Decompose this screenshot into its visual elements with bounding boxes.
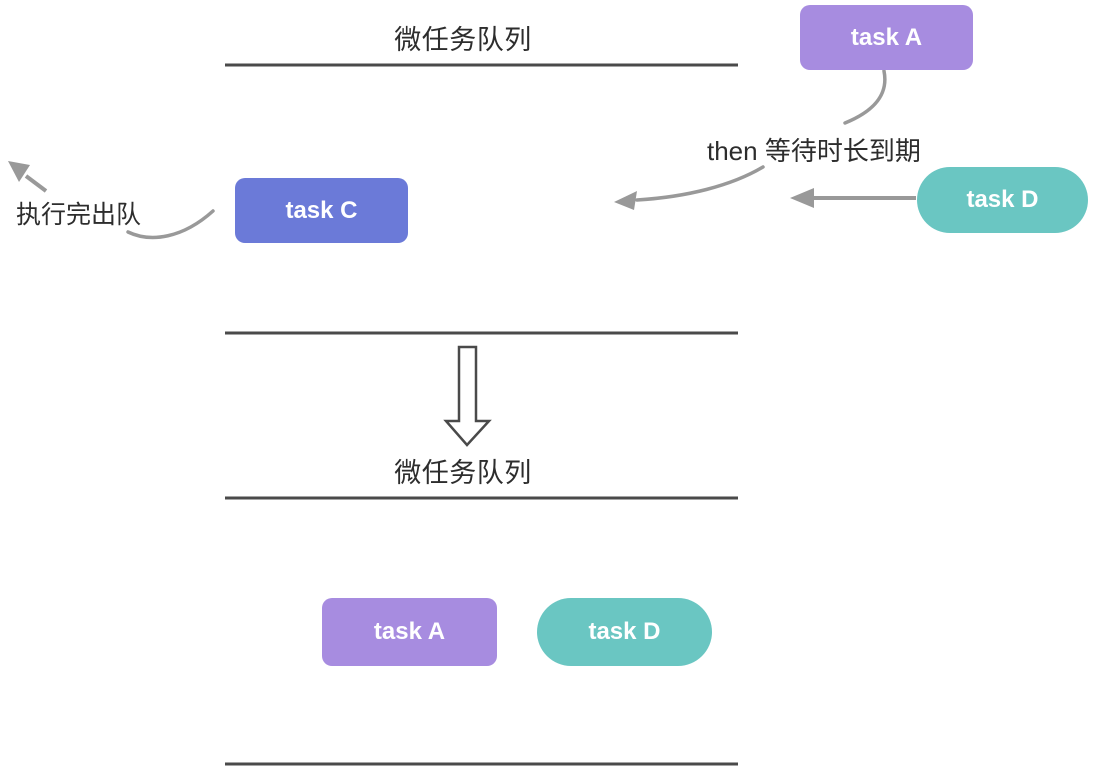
task-a-top-label: task A: [850, 23, 923, 51]
bottom-queue-title: 微任务队列: [394, 458, 532, 488]
taska-to-then-curve: [843, 69, 887, 125]
task-d-top-label: task D: [966, 186, 1039, 213]
task-d-top-node: task D: [917, 167, 1088, 233]
then-wait-label: then 等待时长到期: [707, 136, 921, 166]
dequeue-exit-arrowhead: [8, 161, 30, 182]
task-d-bottom-label: task D: [588, 618, 661, 645]
dequeue-exit-arrow: [24, 174, 48, 193]
queue-flow-down-arrow: [443, 345, 492, 447]
task-c-label: task C: [285, 196, 358, 224]
task-a-bottom-label: task A: [373, 618, 446, 645]
task-d-bottom-node: task D: [537, 598, 712, 666]
task-a-top-node: task A: [800, 5, 973, 70]
dequeue-label: 执行完出队: [16, 201, 142, 229]
then-to-queue-arrow: [635, 165, 765, 202]
task-c-node: task C: [235, 178, 408, 243]
taskd-to-queue-arrowhead: [790, 188, 814, 208]
task-a-bottom-node: task A: [322, 598, 497, 666]
taskc-to-dequeue-curve: [126, 209, 215, 240]
top-queue-title: 微任务队列: [394, 25, 532, 55]
then-to-queue-arrowhead: [614, 191, 637, 210]
